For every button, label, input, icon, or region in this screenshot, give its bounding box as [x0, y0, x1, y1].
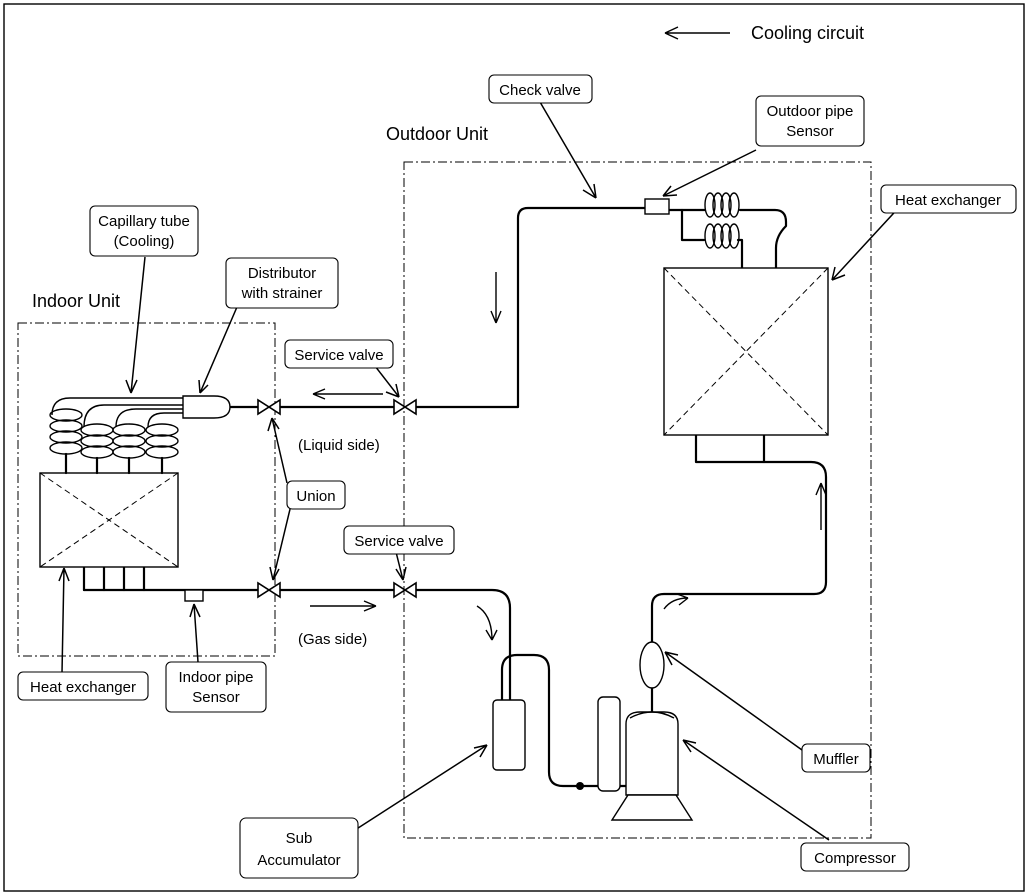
callout-check-valve: Check valve — [488, 74, 593, 104]
leader-lines — [58, 101, 905, 841]
flow-arrow-up-icon — [815, 482, 827, 530]
indoor-unit-title: Indoor Unit — [32, 291, 120, 311]
legend: Cooling circuit — [664, 23, 864, 43]
indoor-heat-exchanger — [39, 397, 184, 568]
svg-text:Compressor: Compressor — [814, 850, 896, 867]
svg-text:Accumulator: Accumulator — [257, 852, 340, 869]
flow-arrow-curve-2-icon — [663, 593, 689, 610]
outdoor-unit-title: Outdoor Unit — [386, 124, 488, 144]
valve-union-gas-icon — [257, 581, 281, 599]
flow-arrow-down-icon — [490, 272, 502, 324]
svg-text:Heat exchanger: Heat exchanger — [30, 679, 136, 696]
diagram-frame — [3, 3, 1025, 892]
sub-accumulator-icon — [492, 699, 526, 771]
callout-heat-exchanger-outdoor: Heat exchanger — [880, 184, 1017, 214]
callout-union: Union — [286, 480, 346, 510]
callout-outdoor-pipe-sensor: Outdoor pipe Sensor — [755, 95, 865, 147]
svg-text:Distributor: Distributor — [248, 265, 316, 282]
check-valve-icon — [644, 198, 670, 215]
legend-arrow-icon — [664, 26, 730, 40]
valve-service-gas-icon — [393, 581, 417, 599]
callout-service-valve-gas: Service valve — [343, 525, 455, 555]
svg-text:Union: Union — [296, 488, 335, 505]
callout-capillary-tube: Capillary tube (Cooling) — [89, 205, 199, 257]
joint-dot — [576, 782, 584, 790]
outdoor-heat-exchanger — [663, 267, 829, 436]
callout-compressor: Compressor — [800, 842, 910, 872]
callout-distributor: Distributor with strainer — [225, 257, 339, 309]
flow-arrow-curve-icon — [476, 605, 498, 641]
callout-service-valve-liquid: Service valve — [284, 339, 394, 369]
muffler-icon — [639, 641, 665, 689]
svg-text:Check valve: Check valve — [499, 82, 581, 99]
liquid-side-label: (Liquid side) — [298, 437, 380, 454]
svg-text:Sensor: Sensor — [786, 123, 834, 140]
svg-text:Capillary tube: Capillary tube — [98, 213, 190, 230]
callout-indoor-pipe-sensor: Indoor pipe Sensor — [165, 661, 267, 713]
callout-muffler: Muffler — [801, 743, 871, 773]
svg-text:Heat exchanger: Heat exchanger — [895, 192, 1001, 209]
indoor-unit-boundary — [17, 322, 276, 657]
flow-arrow-liquid-icon — [312, 388, 383, 400]
svg-text:Muffler: Muffler — [813, 751, 859, 768]
piping — [82, 206, 828, 788]
gas-side-label: (Gas side) — [298, 631, 367, 648]
svg-text:Sub: Sub — [286, 830, 313, 847]
svg-text:Sensor: Sensor — [192, 689, 240, 706]
legend-text: Cooling circuit — [751, 23, 864, 43]
flow-arrows — [310, 272, 827, 641]
svg-text:Service valve: Service valve — [294, 347, 383, 364]
svg-text:Indoor pipe: Indoor pipe — [178, 669, 253, 686]
outdoor-coil-icon — [704, 192, 740, 249]
svg-text:(Cooling): (Cooling) — [114, 233, 175, 250]
distributor-icon — [182, 395, 231, 419]
indoor-pipe-sensor-icon — [184, 589, 204, 602]
svg-text:Outdoor pipe: Outdoor pipe — [767, 103, 854, 120]
svg-text:Service valve: Service valve — [354, 533, 443, 550]
valve-union-liquid-icon — [257, 398, 281, 416]
flow-arrow-gas-icon — [310, 600, 377, 612]
outdoor-unit-boundary — [403, 161, 872, 839]
callout-sub-accumulator: Sub Accumulator — [239, 817, 359, 879]
callout-heat-exchanger-indoor: Heat exchanger — [17, 671, 149, 701]
svg-text:with strainer: with strainer — [241, 285, 323, 302]
valve-service-liquid-icon — [393, 398, 417, 416]
compressor-icon — [597, 696, 694, 821]
